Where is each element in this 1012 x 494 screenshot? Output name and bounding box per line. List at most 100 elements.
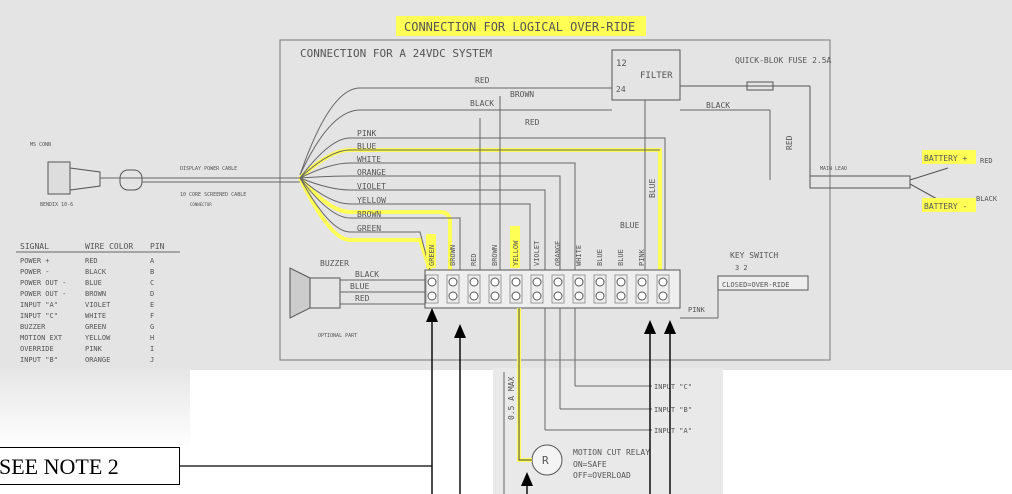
top-wire-label: BLACK [706,101,730,110]
signal-table-cell: BLACK [85,268,107,276]
signal-table-cell: YELLOW [85,334,111,342]
terminal-wire-label: PINK [638,248,646,266]
fan-wire-label: PINK [357,129,376,138]
buzzer-icon [289,267,311,319]
terminal-screw-icon [469,277,479,287]
diagram-title: CONNECTION FOR LOGICAL OVER-RIDE [404,20,635,34]
signal-table-cell: ORANGE [85,356,110,364]
terminal-cell [467,274,481,304]
terminal-wire-label: GREEN [428,245,436,266]
signal-table-cell: BLUE [85,279,102,287]
arrow-head-icon [644,320,656,334]
scan-background-left [0,368,190,448]
terminal-group [425,274,670,304]
terminal-cell [614,274,628,304]
key-switch-text: CLOSED=OVER-RIDE [722,281,789,289]
filter-pin24: 24 [616,85,626,94]
terminal-screw-icon [616,291,626,301]
terminal-cell [425,274,439,304]
ms-connector-body [69,167,101,191]
battery-plus-wire-label: RED [980,157,993,165]
buzzer-wire-label: BLUE [350,282,369,291]
signal-table-cell: POWER OUT - [20,279,66,287]
buzzer-wire-label: BLACK [355,270,379,279]
terminal-screw-icon [448,291,458,301]
top-wire-label: BROWN [510,90,534,99]
system-subtitle: CONNECTION FOR A 24VDC SYSTEM [300,47,492,60]
pink-wire [299,137,666,270]
white-wire [299,162,576,270]
terminal-screw-icon [532,277,542,287]
terminal-screw-icon [448,277,458,287]
key-switch-wire-label: PINK [688,306,706,314]
terminal-screw-icon [427,277,437,287]
terminal-cell [509,274,523,304]
input-label: INPUT "A" [654,427,692,435]
cable-label: CONNECTOR [190,202,212,207]
terminal-screw-icon [427,291,437,301]
terminal-label-highlight [510,226,520,268]
battery-plus-label: BATTERY + [924,154,968,163]
filter-label: FILTER [640,71,673,81]
main-lead-cable [809,175,911,189]
terminal-screw-icon [658,291,668,301]
signal-table-cell: A [150,257,155,265]
signal-table-cell: POWER OUT - [20,290,66,298]
signal-table-header: WIRE COLOR [85,242,133,251]
signal-table-cell: INPUT "C" [20,312,58,320]
fan-wire-label: YELLOW [357,196,386,205]
terminal-cell [488,274,502,304]
terminal-wire-label: RED [470,253,478,266]
signal-table-cell: OVERRIDE [20,345,54,353]
terminal-wire-label: BROWN [449,245,457,266]
buzzer-body [309,277,341,309]
arrow-head-icon [664,320,676,334]
arrow-head-icon [454,324,466,338]
signal-table-cell: B [150,268,154,276]
terminal-screw-icon [616,277,626,287]
relay-label: MOTION CUT RELAY [573,448,650,457]
green-wire [299,177,431,271]
terminal-wire-label: BROWN [491,245,499,266]
signal-table-header: PIN [150,242,165,251]
top-wire-label: BLACK [470,99,494,108]
signal-table-cell: VIOLET [85,301,111,309]
terminal-cell [593,274,607,304]
vertical-wire-label: RED [785,135,794,150]
terminal-wire-label: ORANGE [554,241,562,266]
fan-wire-label: BROWN [357,210,381,219]
buzzer-label: BUZZER [320,259,349,268]
main-lead-label: MAIN LEAD [820,166,847,172]
see-note-text: SEE NOTE 2 [0,454,119,479]
signal-table-cell: I [150,345,154,353]
callout-arrows [180,308,676,494]
terminal-cell [572,274,586,304]
signal-table-cell: H [150,334,154,342]
black-power-wire [299,109,612,176]
terminal-screw-icon [658,277,668,287]
terminal-screw-icon [490,277,500,287]
filter-box [611,49,681,101]
terminal-wire-label: YELLOW [512,240,520,266]
terminal-screw-icon [595,277,605,287]
fan-wire-label: ORANGE [357,168,386,177]
key-switch-label: KEY SWITCH [730,251,778,260]
signal-table-cell: E [150,301,154,309]
relay-yellow-wire [518,308,532,461]
connector-label: MS CONN [30,142,51,148]
title-highlight [396,16,646,36]
orange-wire [299,175,561,270]
terminal-screw-icon [574,277,584,287]
terminal-wire-label: VIOLET [533,240,541,266]
top-wire-label: RED [475,76,490,85]
relay-off-label: OFF=OVERLOAD [573,471,631,480]
terminal-cell [446,274,460,304]
filter-pin12: 12 [616,59,627,69]
relay-max-label: 0.5 A MAX [507,376,516,420]
green-wire-highlight [298,177,432,271]
terminal-screw-icon [490,291,500,301]
terminal-screw-icon [574,291,584,301]
